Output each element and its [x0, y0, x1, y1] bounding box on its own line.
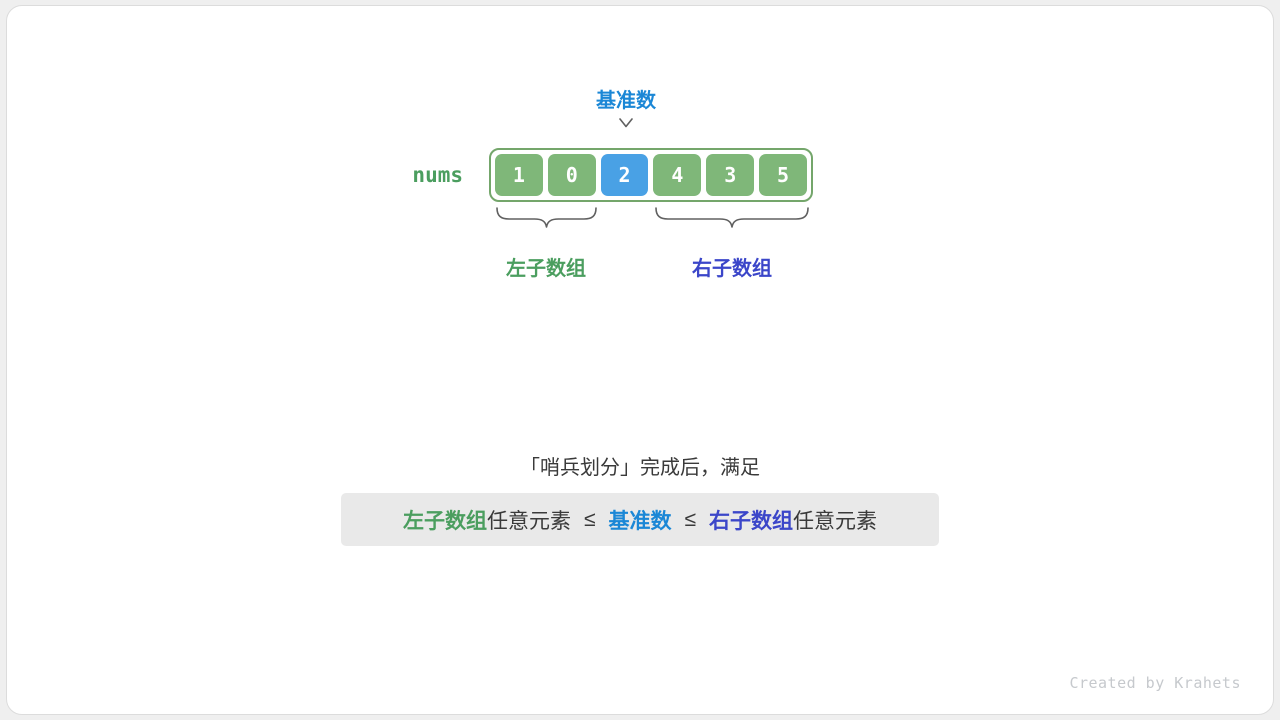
equation-any-element: 任意元素 [486, 509, 571, 533]
equation-right-subarray: 右子数组 [709, 509, 794, 533]
left-underbrace-icon [496, 207, 597, 228]
down-arrow-icon [619, 118, 633, 128]
array-name-label: nums [412, 163, 463, 187]
caption-text: 「哨兵划分」完成后，满足 [520, 457, 760, 479]
equation-left-subarray: 左子数组 [402, 509, 487, 533]
array-cell-pivot: 2 [600, 154, 649, 196]
less-equal-sign: ≤ [583, 507, 596, 531]
array-cell: 1 [495, 154, 543, 196]
array-cell: 4 [653, 154, 702, 196]
array-cell: 5 [759, 154, 807, 196]
credit-text: Created by Krahets [1069, 674, 1241, 692]
equation-box: 左子数组 任意元素 ≤ 基准数 ≤ 右子数组 任意元素 [341, 493, 939, 546]
right-subarray-label: 右子数组 [692, 258, 772, 280]
array-cell: 3 [706, 154, 755, 196]
less-equal-sign: ≤ [684, 507, 697, 531]
equation-pivot: 基准数 [608, 509, 672, 533]
right-underbrace-icon [655, 207, 809, 228]
pivot-label: 基准数 [596, 90, 656, 112]
diagram-card: 基准数 nums 1 0 2 4 3 5 左子数组 右子数组 「哨兵划分」完成后… [6, 5, 1274, 715]
equation-any-element: 任意元素 [793, 509, 878, 533]
array-cell: 0 [547, 154, 596, 196]
nums-array: 1 0 2 4 3 5 [489, 148, 813, 202]
left-subarray-label: 左子数组 [506, 258, 586, 280]
